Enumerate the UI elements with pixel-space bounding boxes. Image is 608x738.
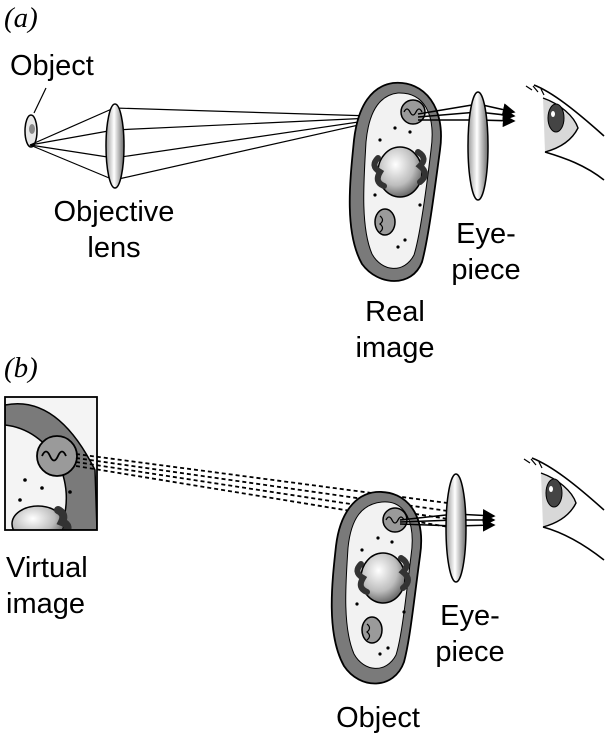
objective-lens [105, 103, 125, 189]
eyepiece-label-b-line2: piece [435, 636, 505, 668]
object-specimen-a [24, 87, 47, 148]
panel-a-tag: (a) [4, 2, 38, 34]
objective-lens-label-line2: lens [87, 232, 141, 264]
object-label-a: Object [10, 50, 94, 82]
real-image-label-line2: image [355, 332, 435, 364]
eyepiece-lens-b [445, 473, 467, 583]
panel-b-tag: (b) [4, 352, 38, 384]
object-label-b: Object [336, 702, 420, 734]
object-cell-b [330, 491, 422, 685]
eyepiece-label-a-line1: Eye- [456, 218, 516, 250]
real-image-cell [348, 82, 442, 282]
eye-icon [525, 84, 605, 181]
eye-icon-b [523, 457, 605, 561]
eyepiece-lens-a [467, 91, 489, 201]
virtual-image-label-line2: image [6, 588, 85, 620]
objective-lens-label-line1: Objective [53, 196, 175, 228]
eyepiece-label-a-line2: piece [451, 254, 521, 286]
rays-object-to-objective [29, 107, 373, 181]
virtual-image-inset [4, 396, 98, 531]
real-image-label-line1: Real [365, 296, 425, 328]
rays-to-eyepiece-a [417, 103, 516, 128]
virtual-image-label-line1: Virtual [6, 552, 88, 584]
eyepiece-label-b-line1: Eye- [440, 600, 500, 632]
